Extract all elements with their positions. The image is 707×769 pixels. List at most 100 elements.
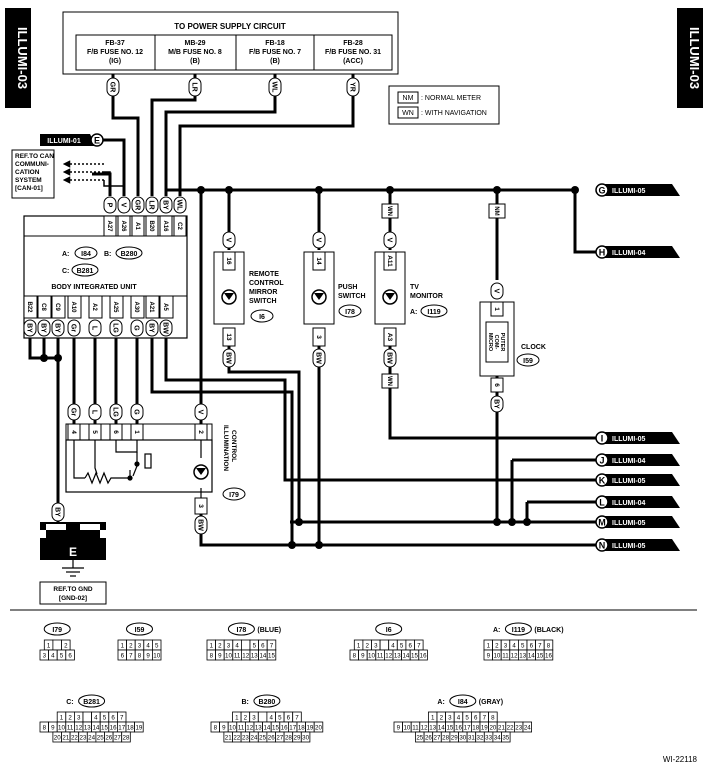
svg-text:MICRO: MICRO: [487, 333, 493, 352]
offpage-connector-K: K ILLUMI-05: [595, 473, 680, 487]
pin-number: 12: [246, 725, 253, 732]
pin-number: 21: [498, 725, 505, 732]
biu-bottom-pin: C8: [37, 295, 52, 319]
pin-number: 29: [451, 735, 458, 742]
svg-text:B280: B280: [121, 251, 138, 258]
svg-text:E: E: [94, 136, 100, 146]
svg-text:(IG): (IG): [109, 58, 121, 65]
pin-number: 8: [353, 653, 357, 660]
pin-number: 13: [394, 653, 401, 660]
svg-text:ILLUMI-01: ILLUMI-01: [47, 138, 81, 145]
pin-number: 32: [477, 735, 484, 742]
pin-number: 8: [547, 643, 551, 650]
pin-number: 7: [483, 715, 487, 722]
pin-number: 26: [268, 735, 275, 742]
pin-number: 5: [155, 643, 159, 650]
pin-number: 10: [225, 653, 232, 660]
svg-text:REMOTE: REMOTE: [249, 271, 279, 278]
svg-text:J: J: [599, 456, 604, 466]
pin-number: 7: [538, 643, 542, 650]
svg-text:I84: I84: [81, 251, 91, 258]
svg-text:B22: B22: [26, 301, 32, 313]
svg-text:BW: BW: [225, 352, 232, 364]
biu-top-pin: B20: [145, 215, 159, 237]
svg-text:A:: A:: [62, 251, 69, 258]
svg-text:REF.TO GND: REF.TO GND: [53, 586, 93, 593]
svg-text:C:: C:: [66, 699, 73, 706]
svg-text:GR: GR: [134, 200, 141, 211]
biu-bottom-pin: B22: [23, 295, 38, 319]
svg-text:SWITCH: SWITCH: [338, 293, 366, 300]
tv-monitor: WN V A11 A3 BW WN TV MONITOR A: I119: [374, 203, 448, 389]
pin-number: 8: [210, 653, 214, 660]
pin-number: 1: [357, 643, 361, 650]
svg-text:ILLUMI-05: ILLUMI-05: [612, 543, 646, 550]
pin-number: 24: [88, 735, 95, 742]
svg-text:B280: B280: [259, 699, 276, 706]
svg-text:ILLUMI-05: ILLUMI-05: [612, 478, 646, 485]
svg-text:(B): (B): [270, 58, 280, 65]
svg-text:L: L: [91, 326, 98, 331]
pin-number: 20: [54, 735, 61, 742]
pin-number: 7: [270, 643, 274, 650]
svg-text:1: 1: [133, 430, 140, 434]
pin-number: 14: [528, 653, 535, 660]
pin-number: 5: [400, 643, 404, 650]
pin-number: 4: [146, 643, 150, 650]
svg-text:I78: I78: [345, 309, 355, 316]
pin-number: 15: [536, 653, 543, 660]
svg-text:A27: A27: [106, 220, 112, 232]
svg-text:16: 16: [225, 257, 232, 265]
svg-text:A25: A25: [112, 301, 118, 313]
svg-text:REF.TO CAN: REF.TO CAN: [15, 153, 54, 160]
svg-text:BY: BY: [493, 399, 500, 409]
biu-bottom-pin: A10: [67, 295, 82, 319]
svg-text:A16: A16: [162, 220, 168, 232]
svg-text:[CAN-01]: [CAN-01]: [15, 185, 43, 192]
svg-text:L: L: [599, 498, 605, 508]
pin-number: 21: [62, 735, 69, 742]
svg-text:G: G: [133, 409, 140, 415]
pin-number: 1: [487, 643, 491, 650]
biu-bottom-pin: A5: [159, 295, 174, 319]
svg-text:B:: B:: [242, 699, 249, 706]
svg-text:: WITH NAVIGATION: : WITH NAVIGATION: [421, 110, 487, 117]
pin-number: 8: [138, 653, 142, 660]
svg-text:F/B FUSE NO. 12: F/B FUSE NO. 12: [87, 49, 143, 56]
svg-text:LR: LR: [191, 82, 198, 91]
pin-number: 2: [244, 715, 248, 722]
pin-number: 12: [385, 653, 392, 660]
svg-text:BW: BW: [162, 322, 169, 334]
svg-text:V: V: [386, 238, 393, 243]
pin-number: 30: [459, 735, 466, 742]
svg-text:I79: I79: [52, 627, 62, 634]
pin-number: 19: [481, 725, 488, 732]
pin-number: 6: [474, 715, 478, 722]
pin-number: 3: [227, 643, 231, 650]
pin-number: 23: [80, 735, 87, 742]
pin-number: 3: [448, 715, 452, 722]
pin-number: 14: [263, 725, 270, 732]
pin-number: 14: [259, 653, 266, 660]
power-wire-labels: GR LR WL YR: [106, 77, 360, 97]
pin-number: 20: [489, 725, 496, 732]
svg-text:4: 4: [70, 430, 77, 434]
pin-number: 5: [521, 643, 525, 650]
offpage-connectors-right: G ILLUMI-05 H ILLUMI-04 I ILLUMI-05 J IL…: [595, 183, 680, 552]
svg-text:WN: WN: [386, 376, 392, 386]
pin-number: 3: [43, 653, 47, 660]
pin-number: 18: [472, 725, 479, 732]
svg-text:I6: I6: [386, 627, 392, 634]
biu-bottom-pin: A2: [88, 295, 103, 319]
pin-number: 13: [251, 653, 258, 660]
pin-number: 6: [530, 643, 534, 650]
pin-number: 27: [276, 735, 283, 742]
pin-number: 4: [512, 643, 516, 650]
pin-number: 29: [294, 735, 301, 742]
pin-number: 35: [502, 735, 509, 742]
pin-number: 2: [218, 643, 222, 650]
offpage-connector-I: I ILLUMI-05: [595, 431, 680, 445]
